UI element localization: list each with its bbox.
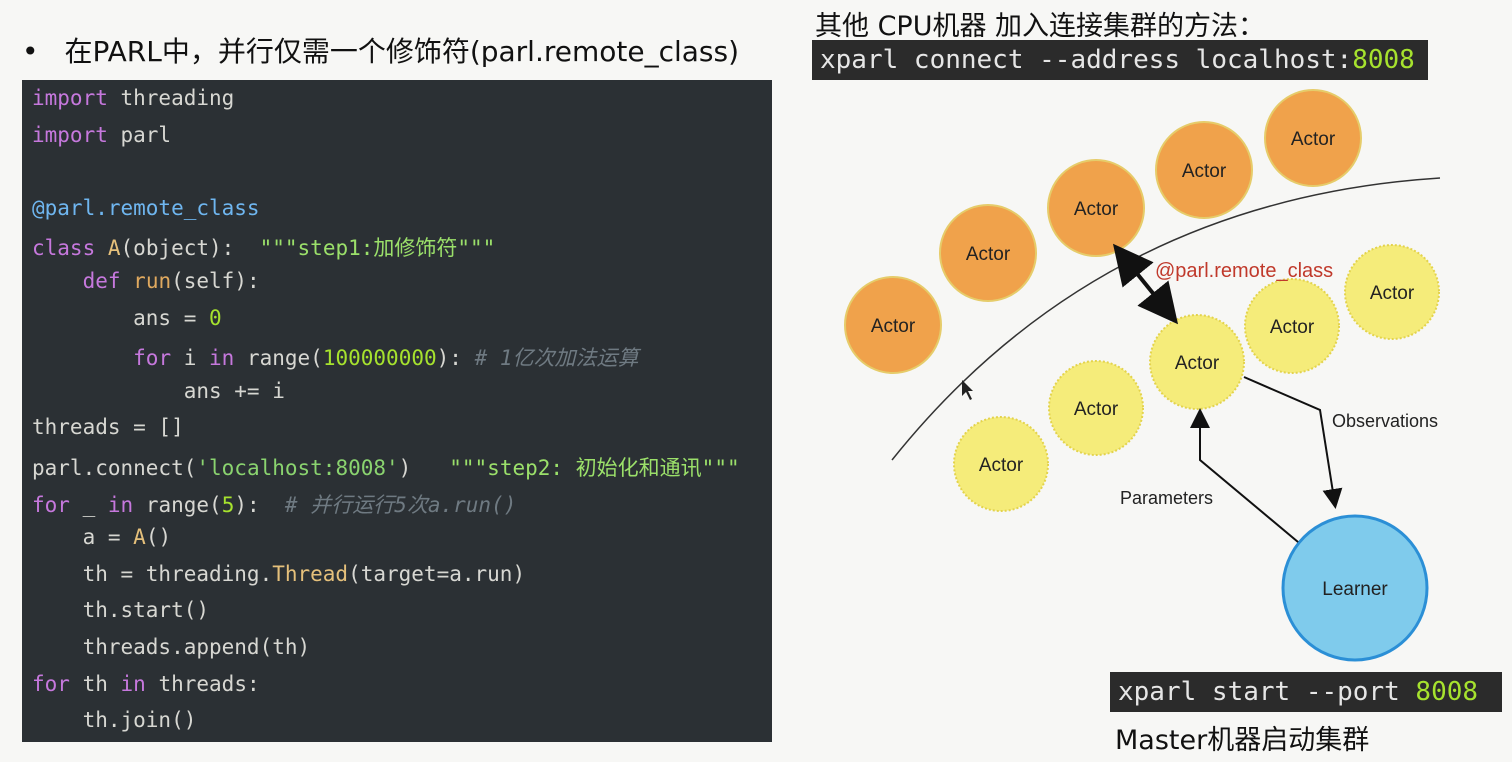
decorator-label: @parl.remote_class [1155,260,1333,282]
code-line: import parl [32,122,172,147]
slide-heading: • 在PARL中，并行仅需一个修饰符(parl.remote_class) [22,30,739,70]
code-line: th.join() [32,708,197,733]
code-line: for th in threads: [32,671,260,696]
actor-label: Actor [871,316,916,337]
code-line: def run(self): [82,269,260,293]
actor-label: Actor [1182,161,1227,182]
cluster-join-title: 其他 CPU机器 加入连接集群的方法： [815,11,1266,42]
remote-actor: Actor [1047,159,1145,257]
actor-label: Actor [1175,353,1220,374]
local-actor: Actor [1048,360,1144,456]
connect-command-text: xparl connect --address localhost: [820,45,1353,75]
actor-label: Actor [966,244,1011,265]
code-line: ans += i [32,378,285,403]
code-line: @parl.remote_class [32,195,260,220]
observations-label: Observations [1332,411,1438,431]
learner-node: Learner [1281,514,1429,662]
code-line: import threading [32,86,235,110]
remote-actor: Actor [1155,121,1253,219]
start-command-text: xparl start --port [1118,677,1416,707]
code-panel: import threading import parl @parl.remote_… [22,80,772,742]
cursor-icon [962,380,973,400]
local-actor: Actor [1344,244,1440,340]
remote-actor: Actor [844,276,942,374]
start-command: xparl start --port 8008 [1110,672,1502,712]
code-line: class A(object): """step1:加修饰符""" [32,236,496,261]
remote-actor: Actor [1264,89,1362,187]
code-line: threads = [] [32,415,184,440]
code-line: ans = 0 [32,305,222,330]
learner-label: Learner [1322,579,1388,600]
code-line: th = threading.Thread(target=a.run) [32,561,526,586]
code-line: for i in range(100000000): # 1亿次加法运算 [133,346,639,371]
code-line: for _ in range(5): # 并行运行5次a.run() [32,492,517,517]
start-port: 8008 [1415,677,1479,707]
local-actor: Actor [1149,314,1245,410]
code-line: threads.append(th) [32,635,311,659]
master-caption: Master机器启动集群 [1115,725,1370,756]
code-line: th.start() [32,598,210,623]
code-line: parl.connect('localhost:8008') """step2:… [32,456,740,480]
actor-label: Actor [1074,199,1119,220]
connect-command: xparl connect --address localhost:8008 [812,40,1428,80]
actor-label: Actor [1370,283,1415,304]
architecture-diagram: Actor Actor Actor Actor Actor Actor Acto… [844,89,1441,662]
bullet-icon: • [22,35,39,68]
parameters-label: Parameters [1120,488,1213,508]
actor-label: Actor [979,455,1024,476]
connect-port: 8008 [1352,45,1415,75]
actor-label: Actor [1291,129,1336,150]
local-actor: Actor [1244,278,1340,374]
code-line: a = A() [32,525,172,550]
actor-label: Actor [1074,399,1119,420]
parameters-arrow [1190,408,1299,543]
observations-arrow [1243,376,1343,509]
actor-label: Actor [1270,317,1315,338]
remote-link-arrow [1112,243,1179,325]
local-actor: Actor [953,416,1049,512]
heading-text: 在PARL中，并行仅需一个修饰符(parl.remote_class) [64,35,740,68]
remote-actor: Actor [939,204,1037,302]
